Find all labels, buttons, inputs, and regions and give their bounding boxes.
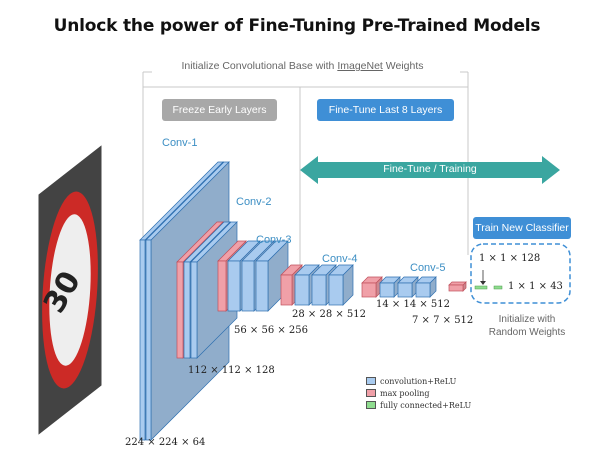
fc-pointer-head [480, 281, 486, 285]
fc-layer-43 [493, 285, 503, 290]
fine-tune-training-label: Fine-Tune / Training [383, 163, 477, 175]
legend-label-fully-connected: fully connected+ReLU [380, 400, 472, 410]
conv5-slab-3-front-face [415, 282, 431, 298]
pool4-slab-front-face [361, 282, 377, 298]
layer-blocks [139, 161, 467, 441]
pool5-dims: 7 × 7 × 512 [412, 315, 474, 326]
freeze-early-layers-badge: Freeze Early Layers [162, 99, 277, 121]
pool4-slab [361, 276, 383, 298]
input-image [38, 145, 102, 435]
conv5-slab-2-front-face [397, 282, 413, 298]
fc-128-dims: 1 × 1 × 128 [479, 253, 541, 264]
conv5-label: Conv-5 [410, 262, 446, 274]
conv2-label: Conv-2 [236, 196, 272, 208]
classifier-note-line2: Random Weights [488, 327, 566, 338]
top-caption-imagenet: ImageNet [337, 60, 383, 72]
classifier-note-line1: Initialize with [498, 314, 556, 325]
conv3-slab-3-front-face [255, 260, 269, 312]
train-new-classifier-badge: Train New Classifier [473, 217, 571, 239]
fc-43-dims: 1 × 1 × 43 [508, 281, 563, 292]
conv4-slab-2-front-face [311, 274, 327, 306]
pool3-slab-front-face [280, 274, 293, 306]
fine-tune-training-arrow [300, 156, 560, 184]
pool2-slab-front-face [217, 260, 227, 312]
conv3-dims: 56 × 56 × 256 [234, 325, 309, 336]
conv4-slab-1-front-face [294, 274, 310, 306]
conv5-slab-1-front-face [379, 282, 395, 298]
pool5-slab [448, 281, 467, 292]
classifier-note: Initialize with Random Weights [472, 313, 582, 339]
conv4-label: Conv-4 [322, 253, 358, 265]
pool5-slab-front-face [448, 284, 464, 292]
conv2-slab-1-front-face [183, 261, 191, 359]
pool1-slab-front-face [176, 261, 184, 359]
conv4-slab-3 [328, 264, 354, 306]
conv3-label: Conv-3 [256, 234, 292, 246]
conv5-slab-2 [397, 276, 419, 298]
conv4-dims: 28 × 28 × 512 [292, 309, 367, 320]
conv1-dims: 224 × 224 × 64 [125, 437, 206, 448]
classifier-box [470, 243, 571, 304]
legend-label-convolution: convolution+ReLU [380, 376, 457, 386]
conv2-dims: 112 × 112 × 128 [188, 365, 275, 376]
pool5-slab-top-face [448, 281, 467, 286]
top-caption-suffix: Weights [382, 60, 424, 72]
fine-tune-last-layers-badge: Fine-Tune Last 8 Layers [317, 99, 454, 121]
page-title: Unlock the power of Fine-Tuning Pre-Trai… [53, 16, 541, 36]
legend-item-fully-connected: fully connected+ReLU [366, 400, 471, 410]
conv2-slab-2-front-face [190, 261, 198, 359]
conv3-slab-2-front-face [241, 260, 255, 312]
conv5-slab-3 [415, 276, 437, 298]
legend-label-max-pooling: max pooling [380, 388, 430, 398]
legend-item-max-pooling: max pooling [366, 388, 430, 398]
conv1-slab-2-front-face [145, 239, 152, 441]
legend-item-convolution: convolution+ReLU [366, 376, 456, 386]
legend-swatch-convolution [366, 377, 376, 385]
top-caption: Initialize Convolutional Base with Image… [150, 60, 455, 72]
conv5-slab-1 [379, 276, 401, 298]
conv1-label: Conv-1 [162, 137, 198, 149]
conv3-slab-1-front-face [227, 260, 241, 312]
fc-layer-128 [474, 285, 488, 290]
legend-swatch-max-pooling [366, 389, 376, 397]
conv1-slab-1-front-face [139, 239, 146, 441]
conv4-slab-3-front-face [328, 274, 344, 306]
top-caption-prefix: Initialize Convolutional Base with [181, 60, 338, 72]
legend-swatch-fully-connected [366, 401, 376, 409]
conv5-dims: 14 × 14 × 512 [376, 299, 451, 310]
